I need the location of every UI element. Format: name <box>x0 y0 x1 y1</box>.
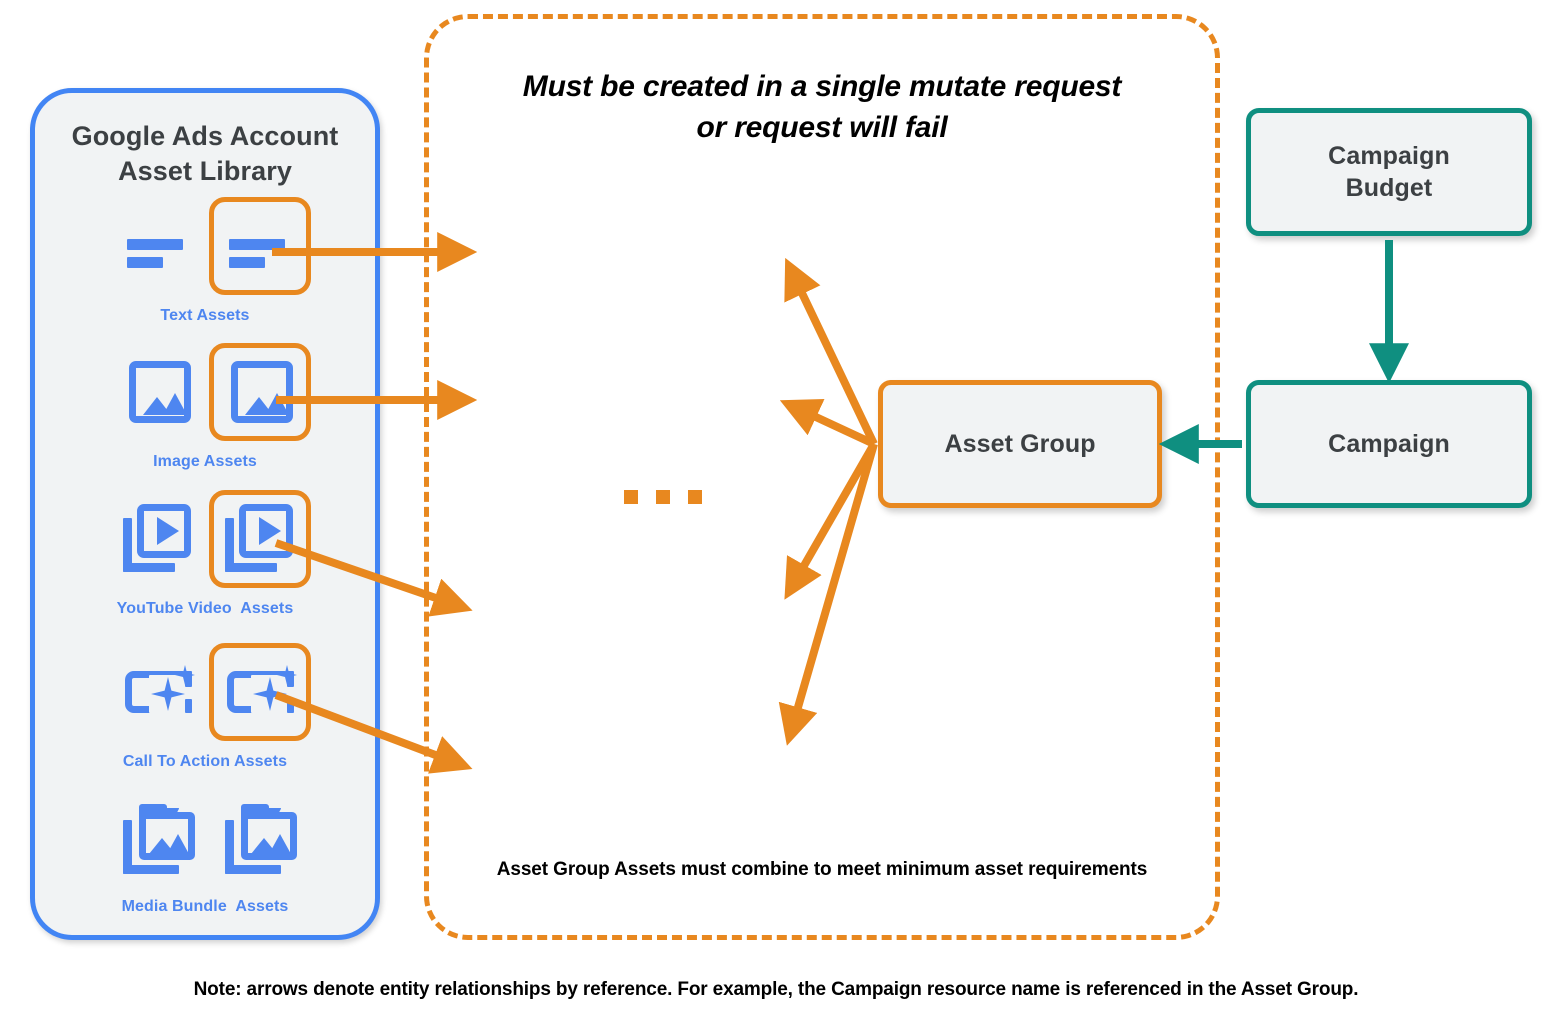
campaign-box[interactable]: Campaign <box>1246 380 1532 508</box>
asset-requirements-note: Asset Group Assets must combine to meet … <box>496 859 1148 880</box>
asset-row-label-text: Text Assets <box>160 307 250 324</box>
asset-row-image: Image Assets <box>35 343 375 470</box>
highlight-box-text <box>209 197 311 295</box>
footer-note: Note: arrows denote entity relationships… <box>193 979 1359 1000</box>
ellipsis-dot-3 <box>688 490 702 504</box>
campaign-budget-line1: Campaign <box>1328 141 1450 170</box>
asset-row-text: Text Assets <box>35 197 375 324</box>
asset-group-box[interactable]: Asset Group <box>878 380 1162 508</box>
media-bundle-asset-icon-2 <box>221 798 299 876</box>
asset-row-label-video: YouTube Video Assets <box>116 600 294 617</box>
video-asset-icon <box>123 500 201 578</box>
highlight-box-image <box>209 343 311 441</box>
campaign-label: Campaign <box>1328 429 1450 458</box>
library-title-line1: Google Ads Account <box>71 121 339 151</box>
library-title-line2: Asset Library <box>118 155 292 186</box>
mutate-region-title: Must be created in a single mutate reque… <box>469 67 1175 148</box>
media-bundle-asset-icon <box>123 798 201 876</box>
campaign-budget-box[interactable]: Campaign Budget <box>1246 108 1532 236</box>
ellipsis-dot-1 <box>624 490 638 504</box>
call-to-action-asset-icon <box>123 653 201 731</box>
asset-library-title: Google Ads Account Asset Library <box>35 119 375 188</box>
campaign-budget-line2: Budget <box>1345 174 1433 202</box>
mutate-title-line1: Must be created in a single mutate reque… <box>522 70 1122 103</box>
asset-row-cta: Call To Action Assets <box>35 643 375 770</box>
asset-library-panel: Google Ads Account Asset Library <box>30 88 380 940</box>
image-asset-icon <box>123 353 201 431</box>
call-to-action-asset-icon-selected <box>221 653 299 731</box>
highlight-box-video <box>209 490 311 588</box>
ellipsis-dot-2 <box>656 490 670 504</box>
asset-group-label: Asset Group <box>944 429 1096 458</box>
asset-row-video: YouTube Video Assets <box>35 490 375 617</box>
mutate-title-line2: or request will fail <box>696 110 948 144</box>
text-asset-icon <box>123 207 201 285</box>
text-asset-icon-selected <box>221 207 299 285</box>
ellipsis-indicator <box>624 490 702 504</box>
image-asset-icon-selected <box>221 353 299 431</box>
video-asset-icon-selected <box>221 500 299 578</box>
asset-row-label-image: Image Assets <box>153 453 257 470</box>
asset-row-label-cta: Call To Action Assets <box>122 753 288 770</box>
campaign-budget-label: Campaign Budget <box>1328 140 1450 205</box>
asset-row-media-bundle: Media Bundle Assets <box>35 798 375 915</box>
asset-row-label-media-bundle: Media Bundle Assets <box>121 898 289 915</box>
